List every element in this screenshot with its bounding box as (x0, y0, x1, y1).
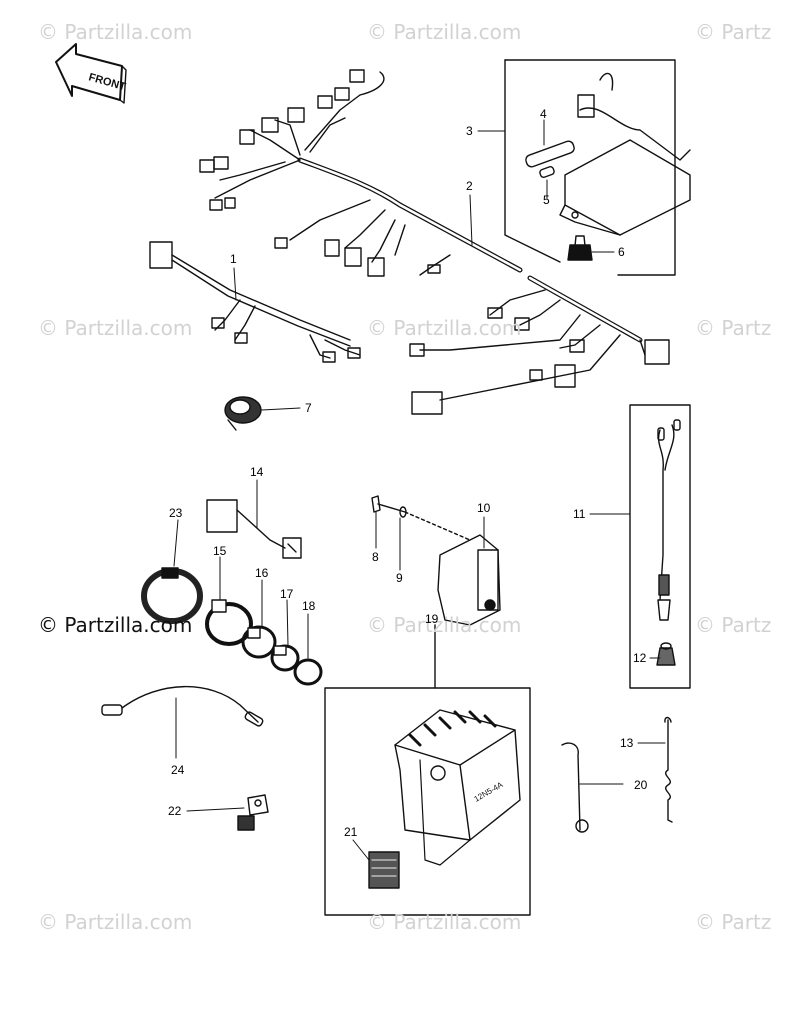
watermark: © Partz (695, 613, 772, 637)
front-arrow-icon: FRONT (55, 43, 127, 104)
callout-2: 2 (466, 179, 473, 193)
watermark: © Partzilla.com (367, 316, 522, 340)
sensor-part (629, 404, 691, 689)
watermark: © Partzilla.com (38, 613, 193, 637)
callout-16: 16 (255, 566, 269, 580)
callout-4: 4 (540, 107, 547, 121)
lead-wire-part (101, 685, 264, 727)
watermark: © Partzilla.com (38, 20, 193, 44)
callout-22: 22 (168, 804, 182, 818)
callout-11: 11 (573, 507, 586, 521)
watermark: © Partz (695, 20, 772, 44)
callout-7: 7 (305, 401, 312, 415)
pad-part (368, 851, 400, 889)
relay-part (206, 499, 302, 559)
clamps (141, 567, 323, 686)
callout-1: 1 (230, 252, 237, 266)
callout-19: 19 (425, 612, 439, 626)
watermark: © Partz (695, 910, 772, 934)
battery-marking: 12N5-4A (473, 780, 505, 804)
battery-part: 12N5-4A (324, 624, 531, 916)
callout-10: 10 (477, 501, 491, 515)
callout-15: 15 (213, 544, 227, 558)
spring-part (561, 716, 673, 833)
callout-23: 23 (169, 506, 183, 520)
relay-box-frame (504, 59, 691, 276)
callout-8: 8 (372, 550, 379, 564)
terminal-bracket-part (237, 794, 269, 831)
callout-13: 13 (620, 736, 634, 750)
leader-lines (173, 119, 666, 861)
callout-20: 20 (634, 778, 648, 792)
callout-3: 3 (466, 124, 473, 138)
watermark: © Partzilla.com (367, 910, 522, 934)
watermark: © Partz (695, 316, 772, 340)
watermark: © Partzilla.com (367, 613, 522, 637)
main-harness (199, 69, 670, 415)
callout-12: 12 (633, 651, 647, 665)
callout-18: 18 (302, 599, 316, 613)
callout-21: 21 (344, 825, 358, 839)
sub-harness (149, 241, 361, 363)
buzzer-part (224, 396, 262, 431)
callout-9: 9 (396, 571, 403, 585)
callout-5: 5 (543, 193, 550, 207)
bracket-part (371, 495, 501, 626)
watermark: © Partzilla.com (367, 20, 522, 44)
watermark: © Partzilla.com (38, 910, 193, 934)
callout-17: 17 (280, 587, 294, 601)
callout-24: 24 (171, 763, 185, 777)
callout-6: 6 (618, 245, 625, 259)
watermark: © Partzilla.com (38, 316, 193, 340)
callout-14: 14 (250, 465, 264, 479)
